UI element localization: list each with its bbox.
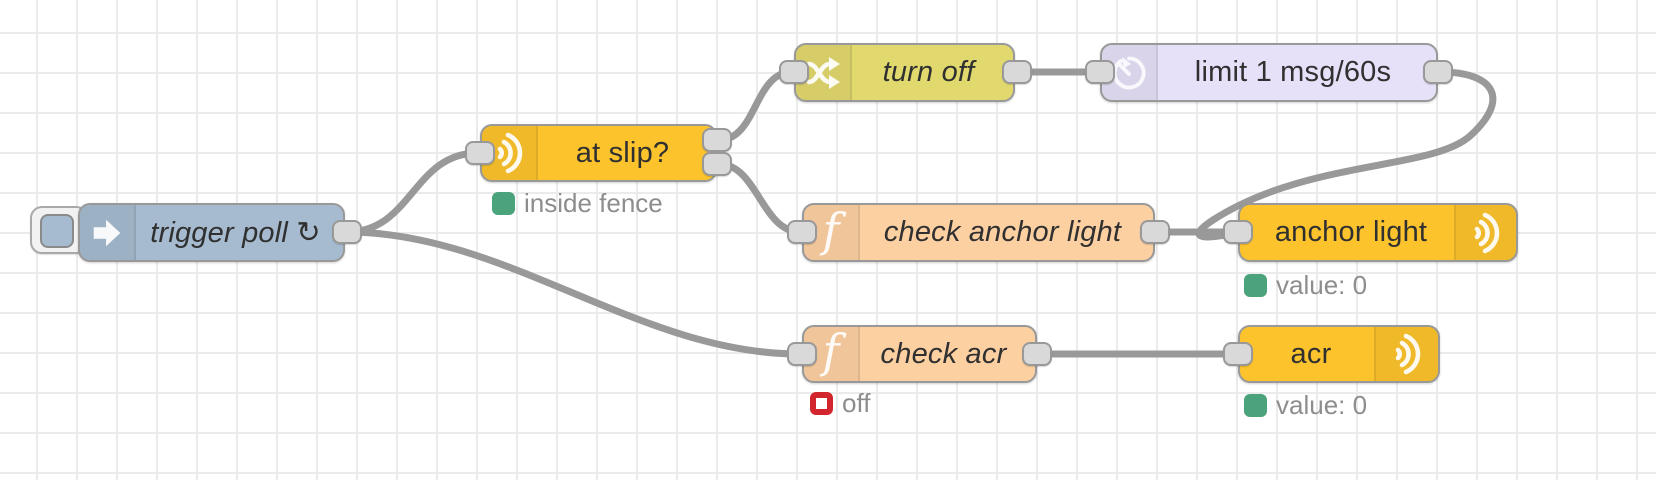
wire[interactable] [343,228,803,358]
input-port[interactable] [787,220,817,244]
input-port[interactable] [1223,220,1253,244]
status-text: value: 0 [1276,390,1368,420]
node-status: inside fence [492,188,663,219]
status-text: inside fence [524,188,663,218]
output-port[interactable] [332,220,362,244]
node-at-slip[interactable]: at slip? [480,124,717,182]
node-status: value: 0 [1244,270,1367,301]
signal-icon [1454,205,1516,260]
node-anchor-light[interactable]: anchor light [1238,203,1518,262]
input-port[interactable] [779,60,809,84]
wire[interactable] [715,160,804,236]
node-label: limit 1 msg/60s [1194,56,1392,88]
node-check-anchor-light[interactable]: f check anchor light [802,203,1155,262]
status-dot-icon [1244,394,1267,417]
status-dot-icon [1244,274,1267,297]
node-trigger-poll[interactable]: trigger poll ↻ [78,203,345,262]
node-turn-off[interactable]: turn off [794,43,1015,102]
arrow-in-icon [80,205,136,260]
input-port[interactable] [1223,342,1253,366]
signal-icon [1374,327,1438,381]
node-status: value: 0 [1244,390,1367,421]
status-text: off [842,388,871,418]
node-label: anchor light [1274,216,1428,248]
input-port[interactable] [465,141,495,165]
output-port[interactable] [1002,60,1032,84]
node-label: at slip? [575,136,670,169]
node-status: off [810,388,870,419]
input-port[interactable] [787,342,817,366]
node-label: check acr [880,337,1007,370]
node-check-acr[interactable]: f check acr [802,325,1037,383]
wire[interactable] [1195,68,1497,241]
status-text: value: 0 [1276,270,1368,300]
output-port[interactable] [702,152,732,176]
node-label: turn off [882,56,975,88]
node-limit[interactable]: limit 1 msg/60s [1100,43,1438,102]
node-label: check anchor light [883,216,1122,248]
wire[interactable] [343,149,482,236]
output-port[interactable] [1423,60,1453,84]
status-ring-icon [810,392,833,415]
input-port[interactable] [1085,60,1115,84]
node-label: acr [1290,337,1332,370]
shuffle-icon [796,45,852,100]
status-dot-icon [492,192,515,215]
output-port[interactable] [1022,342,1052,366]
inject-button[interactable] [40,214,74,248]
output-port[interactable] [1140,220,1170,244]
node-acr[interactable]: acr [1238,325,1440,383]
node-label: trigger poll ↻ [150,217,321,249]
svg-text:f: f [819,207,846,257]
svg-text:f: f [819,328,846,378]
output-port[interactable] [702,128,732,152]
